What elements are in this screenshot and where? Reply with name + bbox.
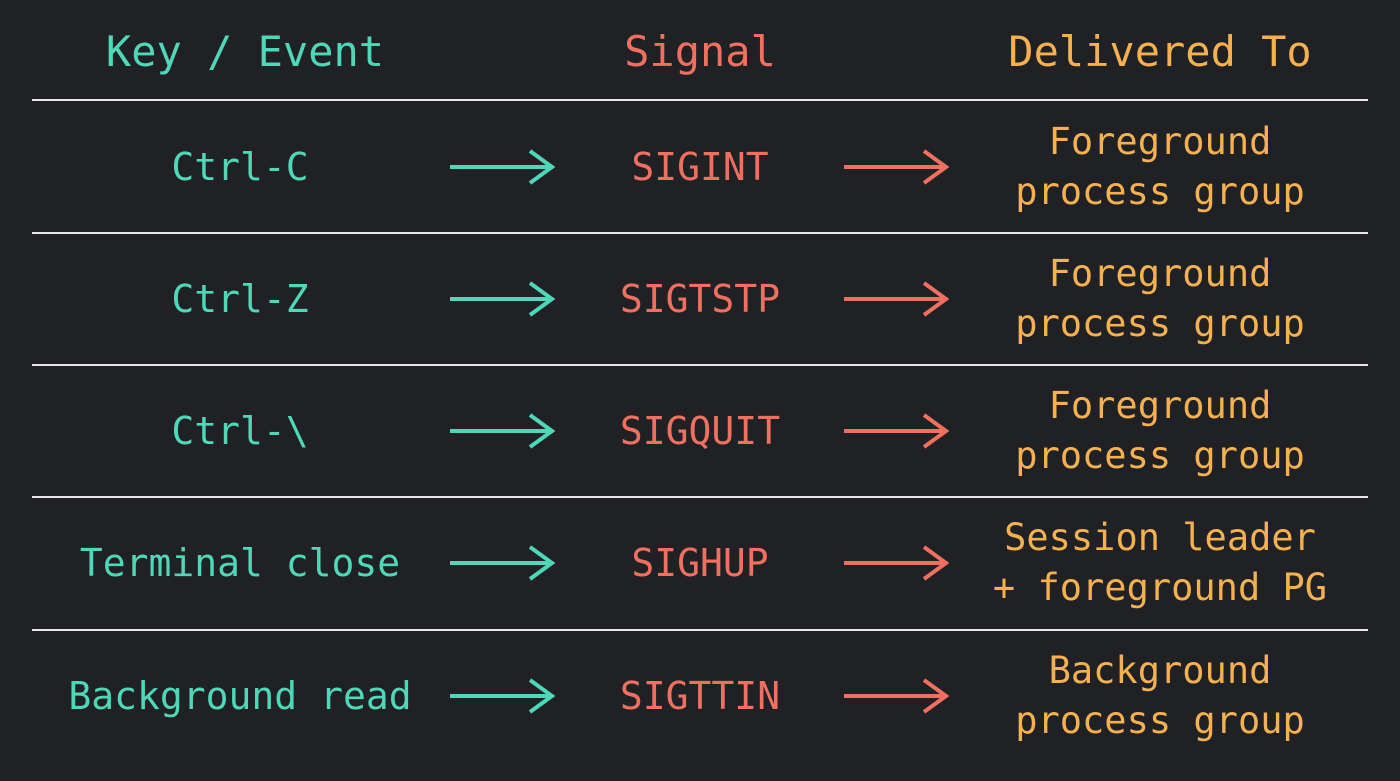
key-event: Ctrl-\: [171, 409, 309, 453]
signal-name: SIGTSTP: [619, 277, 781, 321]
signal-name: SIGTTIN: [619, 674, 781, 718]
signal-name: SIGQUIT: [619, 409, 781, 453]
separator: [32, 99, 1368, 101]
right-arrow-icon: [450, 281, 556, 317]
right-arrow-icon: [450, 545, 556, 581]
right-arrow-icon: [844, 678, 950, 714]
header-key: Key / Event: [105, 27, 385, 76]
key-event: Ctrl-C: [171, 145, 309, 189]
right-arrow-icon: [450, 413, 556, 449]
signal-name: SIGINT: [631, 145, 769, 189]
right-arrow-icon: [844, 149, 950, 185]
right-arrow-icon: [844, 281, 950, 317]
right-arrow-icon: [450, 678, 556, 714]
header-delivered: Delivered To: [1008, 27, 1312, 76]
delivered-to: Session leader+ foreground PG: [992, 516, 1328, 609]
key-event: Ctrl-Z: [171, 277, 309, 321]
header-signal: Signal: [624, 27, 776, 76]
separator: [32, 364, 1368, 366]
separator: [32, 232, 1368, 234]
key-event: Terminal close: [79, 541, 401, 585]
right-arrow-icon: [844, 545, 950, 581]
separator: [32, 629, 1368, 631]
separator: [32, 496, 1368, 498]
signal-name: SIGHUP: [631, 541, 769, 585]
key-event: Background read: [68, 674, 412, 718]
table-row: Terminal close SIGHUP Session leader+ fo…: [0, 498, 1400, 628]
right-arrow-icon: [450, 149, 556, 185]
right-arrow-icon: [844, 413, 950, 449]
